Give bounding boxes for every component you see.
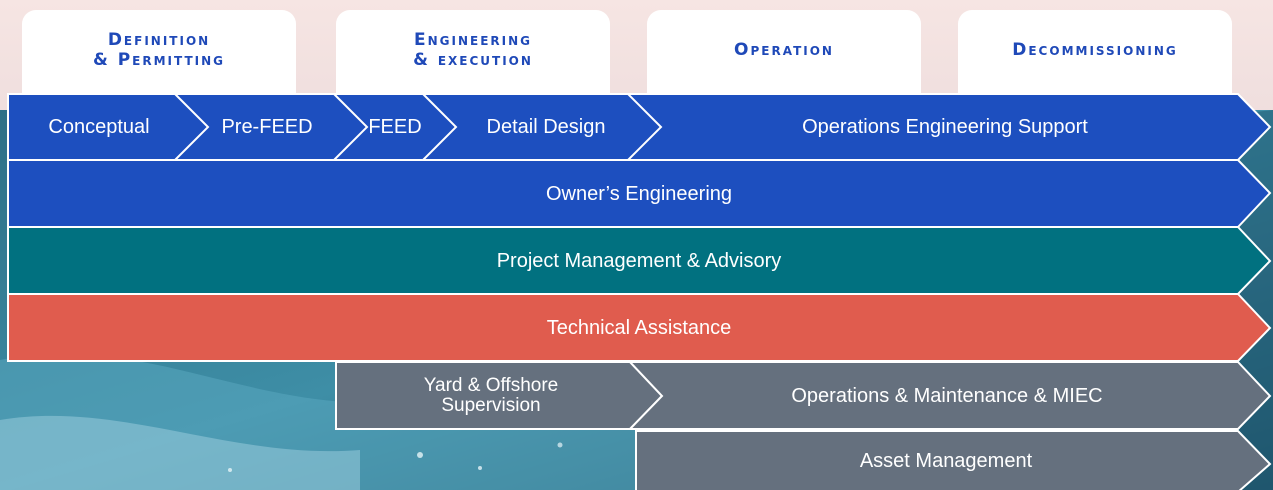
stage-operations-engineering-support: Operations Engineering Support [802, 116, 1088, 138]
phase-label: Engineering & execution [413, 30, 533, 70]
phase-engineering-execution: Engineering & execution [336, 10, 610, 94]
technical-assistance-arrow [7, 293, 1272, 362]
chevron-separator [627, 93, 663, 161]
chevron-separator [333, 93, 369, 161]
phase-label: Operation [734, 40, 834, 60]
technical-assistance-label: Technical Assistance [546, 316, 732, 339]
asset-management-label: Asset Management [859, 449, 1033, 472]
asset-management-arrow [635, 430, 1272, 490]
owners-engineering-label: Owner’s Engineering [545, 182, 733, 205]
yard-supervision-label: Yard & Offshore Supervision [423, 374, 559, 416]
stage-pre-feed: Pre-FEED [221, 116, 313, 138]
stage-conceptual: Conceptual [48, 116, 150, 138]
stage-row-background [7, 93, 1272, 161]
stage-feed: FEED [368, 116, 422, 138]
phase-label: Decommissioning [1012, 40, 1178, 60]
project-management-label: Project Management & Advisory [496, 249, 782, 272]
project-management-arrow [7, 226, 1272, 295]
phase-operation: Operation [647, 10, 921, 94]
owners-engineering-arrow [7, 159, 1272, 228]
operations-maintenance-label: Operations & Maintenance & MIEC [791, 384, 1103, 407]
operations-maintenance-arrow [627, 361, 1272, 430]
phase-label: Definition & Permitting [92, 30, 226, 70]
chevron-separator [174, 93, 210, 161]
phase-definition-permitting: Definition & Permitting [22, 10, 296, 94]
phase-decommissioning: Decommissioning [958, 10, 1232, 94]
stage-detail-design: Detail Design [486, 116, 606, 138]
chevron-separator [422, 93, 458, 161]
